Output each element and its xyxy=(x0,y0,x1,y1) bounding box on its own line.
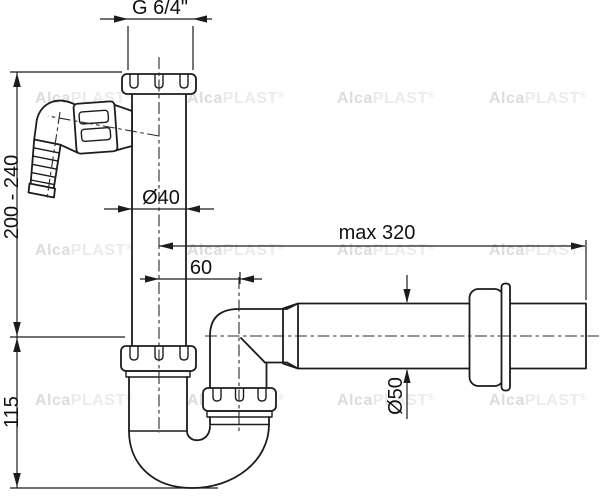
hose-stub-centerline xyxy=(47,115,160,137)
arrowhead xyxy=(240,275,254,283)
trap-outlet-nut-slot xyxy=(212,388,222,402)
arrowhead xyxy=(159,242,173,250)
top-nut-slot xyxy=(179,74,189,89)
trap-inlet-nut-slot xyxy=(179,346,189,361)
rubber-gasket xyxy=(468,282,511,392)
gasket-body xyxy=(468,288,505,387)
dimension-outlet-diameter: Ø50 xyxy=(385,275,411,419)
hose-nut-body xyxy=(72,100,119,155)
hose-barb-ring xyxy=(32,147,60,154)
arrowhead xyxy=(571,242,585,250)
trap-height-label: 115 xyxy=(1,396,23,428)
dimension-height-range: 200 - 240 xyxy=(1,71,122,337)
max-length-label: max 320 xyxy=(339,222,416,244)
hose-barb-ring xyxy=(31,163,58,170)
arrowhead xyxy=(13,473,21,487)
washing-machine-hose-connector xyxy=(27,99,133,199)
elbow-inner-corner xyxy=(240,337,266,363)
watermark xyxy=(35,392,133,409)
hose-tail-cap xyxy=(27,182,56,199)
arrowhead xyxy=(193,15,207,23)
hose-tail-centerline xyxy=(46,111,61,199)
hose-elbow-outer xyxy=(33,99,76,141)
centerlines xyxy=(46,57,599,433)
watermark xyxy=(35,242,133,259)
height-range-label: 200 - 240 xyxy=(1,155,23,240)
offset-label: 60 xyxy=(190,257,212,279)
trap-bowl-notch xyxy=(186,425,211,442)
hose-nut-slot xyxy=(78,109,110,125)
trap-bowl xyxy=(128,423,270,489)
arrowhead xyxy=(403,369,411,383)
arrowhead xyxy=(118,205,132,213)
thread-size-label: G 6/4" xyxy=(132,0,188,19)
dimension-offset: 60 xyxy=(140,257,262,284)
dimensions: G 6/4" 200 - 240 115 Ø40 xyxy=(1,0,587,489)
trap-inlet-rim xyxy=(125,370,191,378)
arrowhead xyxy=(403,289,411,303)
p-trap xyxy=(120,345,277,489)
arrowhead xyxy=(13,322,21,336)
trap-outlet-cup xyxy=(209,416,270,426)
hose-barb-ring xyxy=(30,179,56,186)
hose-barb-ring xyxy=(32,155,59,162)
outlet-diameter-label: Ø50 xyxy=(385,377,407,415)
dimension-trap-height: 115 xyxy=(1,336,218,489)
watermark xyxy=(489,392,587,409)
trap-inlet-cup xyxy=(128,376,188,432)
arrowhead xyxy=(13,73,21,87)
top-nut-slot xyxy=(129,74,139,89)
dimension-max-length: max 320 xyxy=(159,222,587,300)
inlet-diameter-label: Ø40 xyxy=(142,187,180,209)
trap-inlet-nut-slot xyxy=(129,346,139,361)
watermark xyxy=(337,242,435,259)
extension-line xyxy=(127,26,194,70)
arrowhead xyxy=(145,275,159,283)
hose-barb-ring xyxy=(30,171,57,178)
watermark xyxy=(187,90,285,107)
arrowhead xyxy=(186,205,200,213)
dimension-thread-size: G 6/4" xyxy=(100,0,212,70)
watermark xyxy=(489,90,587,107)
trap-outlet-nut-slot xyxy=(257,388,267,402)
elbow-socket-flare xyxy=(286,361,299,370)
hose-nut-slot xyxy=(80,126,112,142)
arrowhead xyxy=(114,15,128,23)
dimension-inlet-diameter: Ø40 xyxy=(104,187,214,213)
hose-nut xyxy=(72,100,119,155)
arrowhead xyxy=(13,338,21,352)
hose-elbow-inner xyxy=(59,143,79,154)
gasket-flange xyxy=(500,282,511,392)
watermark xyxy=(337,90,435,107)
